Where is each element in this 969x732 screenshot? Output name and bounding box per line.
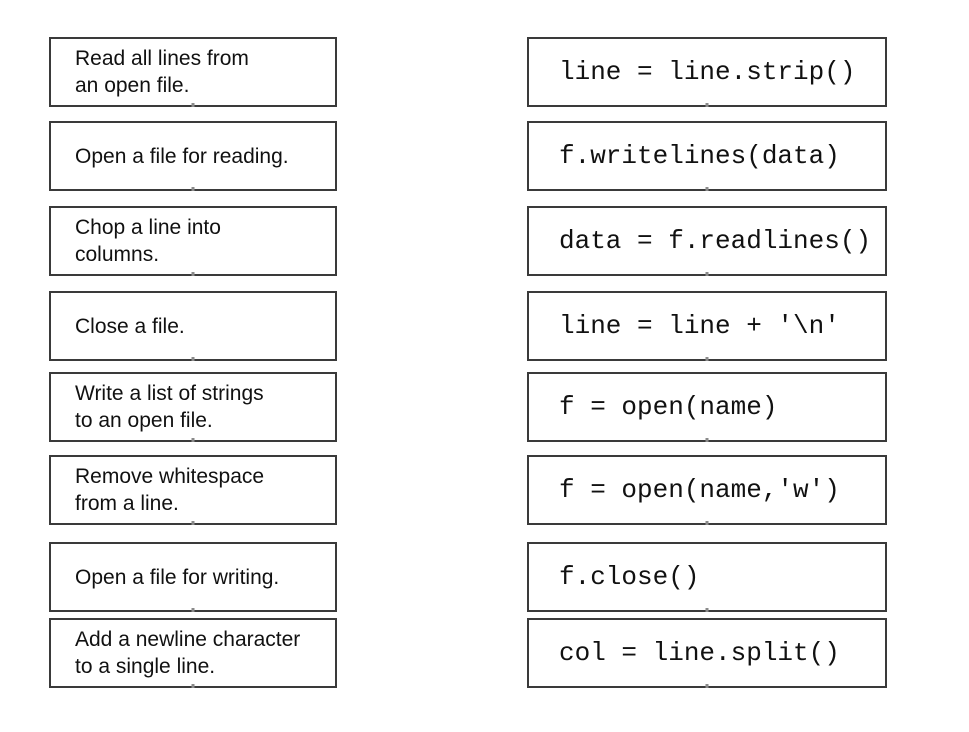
description-text: Close a file. (75, 314, 185, 338)
description-text: Read all lines from an open file. (75, 47, 249, 97)
connector-notch (191, 521, 195, 525)
code-text: f.writelines(data) (559, 141, 840, 171)
description-text: Remove whitespace from a line. (75, 465, 265, 515)
code-text: f = open(name,'w') (559, 475, 840, 505)
description-text: Open a file for writing. (75, 565, 280, 589)
connector-notch (191, 103, 195, 107)
code-card[interactable]: f = open(name) (527, 372, 887, 442)
connector-notch (705, 187, 709, 191)
connector-notch (705, 357, 709, 361)
description-card[interactable]: Close a file. (49, 291, 337, 361)
code-card[interactable]: f.writelines(data) (527, 121, 887, 191)
code-card[interactable]: data = f.readlines() (527, 206, 887, 276)
description-text: Add a newline character to a single line… (75, 628, 301, 678)
description-text: Write a list of strings to an open file. (75, 382, 264, 432)
code-text: f = open(name) (559, 392, 778, 422)
code-text: line = line.strip() (559, 57, 856, 87)
description-card[interactable]: Add a newline character to a single line… (49, 618, 337, 688)
connector-notch (705, 103, 709, 107)
code-card[interactable]: f = open(name,'w') (527, 455, 887, 525)
code-text: f.close() (559, 562, 700, 592)
connector-notch (705, 684, 709, 688)
description-card[interactable]: Chop a line into columns. (49, 206, 337, 276)
connector-notch (191, 608, 195, 612)
connector-notch (191, 272, 195, 276)
connector-notch (191, 357, 195, 361)
description-text: Open a file for reading. (75, 144, 289, 168)
code-card[interactable]: col = line.split() (527, 618, 887, 688)
code-text: col = line.split() (559, 638, 840, 668)
code-text: line = line + '\n' (559, 311, 840, 341)
description-card[interactable]: Open a file for writing. (49, 542, 337, 612)
connector-notch (191, 684, 195, 688)
code-card[interactable]: line = line.strip() (527, 37, 887, 107)
code-card[interactable]: line = line + '\n' (527, 291, 887, 361)
code-card[interactable]: f.close() (527, 542, 887, 612)
connector-notch (705, 608, 709, 612)
description-card[interactable]: Remove whitespace from a line. (49, 455, 337, 525)
code-column: line = line.strip() f.writelines(data) d… (527, 0, 887, 732)
code-text: data = f.readlines() (559, 226, 872, 256)
connector-notch (191, 187, 195, 191)
connector-notch (191, 438, 195, 442)
description-card[interactable]: Write a list of strings to an open file. (49, 372, 337, 442)
connector-notch (705, 272, 709, 276)
description-card[interactable]: Read all lines from an open file. (49, 37, 337, 107)
descriptions-column: Read all lines from an open file. Open a… (49, 0, 337, 732)
connector-notch (705, 521, 709, 525)
description-card[interactable]: Open a file for reading. (49, 121, 337, 191)
connector-notch (705, 438, 709, 442)
description-text: Chop a line into columns. (75, 216, 221, 266)
